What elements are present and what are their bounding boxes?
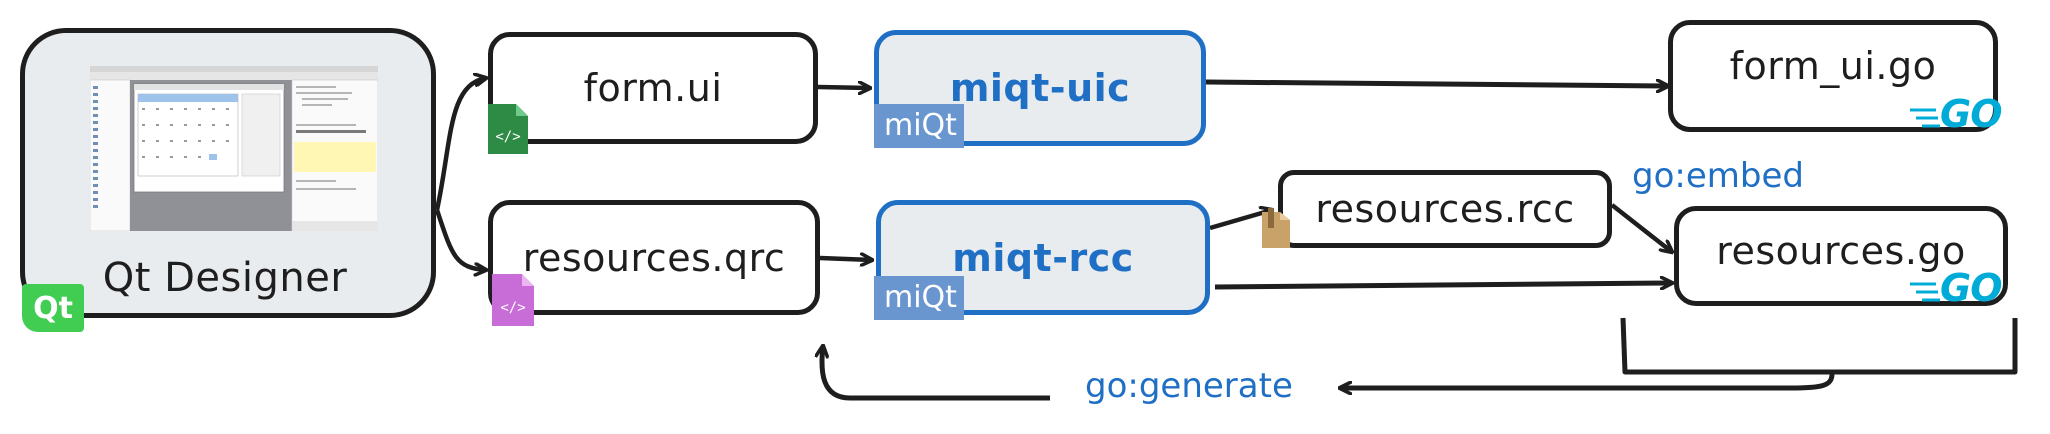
go-logo-icon: GO [1940, 92, 2002, 136]
go-embed-annotation: go:embed [1632, 156, 1804, 196]
resources-go-node: resources.go [1674, 206, 2008, 306]
form-ui-go-node: form_ui.go [1668, 20, 1998, 132]
miqt-uic-tag: miQt [874, 104, 964, 148]
arrow-miqt-rcc-to-resources-go [1214, 283, 1672, 287]
miqt-uic-label: miqt-uic [949, 66, 1131, 110]
rcc-package-icon [1262, 208, 1290, 248]
miqt-rcc-tag: miQt [874, 276, 964, 320]
go-logo-icon-2: GO [1940, 266, 2002, 310]
svg-text:</>: </> [500, 300, 525, 316]
arrow-qrc-to-miqt-rcc [819, 258, 872, 260]
arrow-bracket-to-go-generate [1340, 373, 1835, 388]
ui-file-icon: </> [488, 104, 528, 154]
qt-designer-screenshot-icon [90, 66, 378, 231]
resources-qrc-label: resources.qrc [522, 235, 786, 280]
arrow-go-generate-to-tools [822, 346, 1050, 401]
arrow-miqt-rcc-to-resources-rcc [1209, 210, 1272, 231]
qt-logo-icon: Qt [22, 284, 84, 332]
arrow-form-ui-to-miqt-uic [817, 87, 870, 88]
form-ui-go-label: form_ui.go [1729, 44, 1937, 88]
qrc-file-icon: </> [492, 274, 534, 326]
miqt-uic-node: miqt-uic [874, 30, 1206, 146]
resources-qrc-node: resources.qrc [488, 200, 820, 315]
resources-go-label: resources.go [1716, 229, 1966, 273]
arrow-designer-to-resources-qrc [434, 209, 486, 270]
resources-rcc-node: resources.rcc [1278, 170, 1612, 248]
go-speed-lines-icon [1910, 108, 1940, 128]
qt-designer-label: Qt Designer [102, 255, 348, 301]
svg-text:</>: </> [495, 129, 520, 145]
go-generate-annotation: go:generate [1085, 366, 1293, 406]
arrow-miqt-uic-to-form-ui-go [1205, 82, 1668, 86]
arrow-rcc-to-resources-go [1610, 203, 1672, 252]
go-files-bracket [1620, 317, 2018, 375]
arrow-designer-to-form-ui [434, 78, 486, 211]
form-ui-label: form.ui [583, 66, 723, 110]
go-speed-lines-icon-2 [1910, 282, 1940, 302]
resources-rcc-label: resources.rcc [1315, 187, 1575, 231]
qt-designer-node: Qt Designer [20, 28, 436, 318]
form-ui-node: form.ui [488, 32, 818, 144]
miqt-rcc-label: miqt-rcc [952, 235, 1134, 280]
